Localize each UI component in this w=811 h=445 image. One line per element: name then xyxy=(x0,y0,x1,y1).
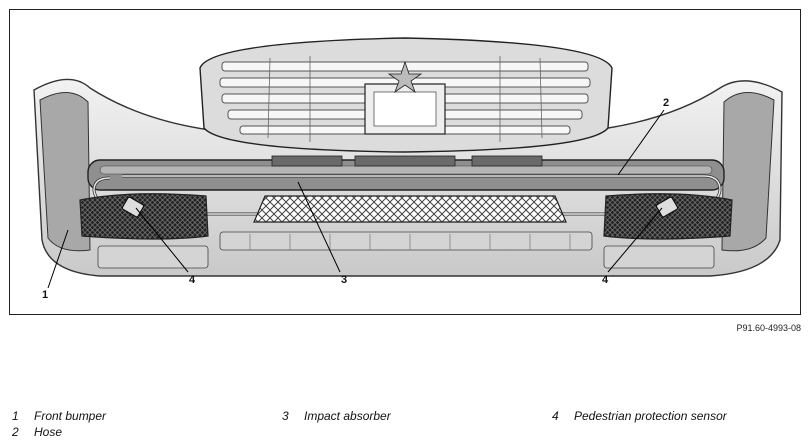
callout-3: 3 xyxy=(341,274,348,286)
legend-number: 2 xyxy=(12,425,19,439)
callout-2: 2 xyxy=(663,97,670,109)
pedestrian-sensor-left xyxy=(121,196,145,218)
legend-number: 3 xyxy=(282,409,289,423)
right-air-inlet xyxy=(603,193,733,240)
star-emblem-icon xyxy=(387,60,423,94)
legend-item-4: 4 Pedestrian protection sensor xyxy=(552,409,727,423)
callout-1: 1 xyxy=(42,289,49,301)
legend-label: Front bumper xyxy=(34,409,107,423)
legend-label: Pedestrian protection sensor xyxy=(574,409,727,423)
legend-item-2: 2 Hose xyxy=(12,425,62,439)
figure-code: P91.60-4993-08 xyxy=(736,323,801,333)
legend-item-1: 1 Front bumper xyxy=(12,409,106,423)
legend-label: Impact absorber xyxy=(304,409,391,423)
leader-lines xyxy=(47,109,665,289)
left-air-inlet xyxy=(79,193,209,240)
legend-item-3: 3 Impact absorber xyxy=(282,409,391,423)
legend-label: Hose xyxy=(34,425,63,439)
callout-4-left: 4 xyxy=(189,274,196,286)
diagram-frame: 1 2 3 4 4 xyxy=(9,9,801,315)
legend-number: 4 xyxy=(552,409,559,423)
lower-centre-grille xyxy=(253,195,567,223)
legend: 1 Front bumper 2 Hose 3 Impact absorber 4 Pe… xyxy=(12,409,802,443)
callout-4-right: 4 xyxy=(602,274,609,286)
legend-number: 1 xyxy=(12,409,19,423)
bumper-illustration xyxy=(33,37,783,289)
